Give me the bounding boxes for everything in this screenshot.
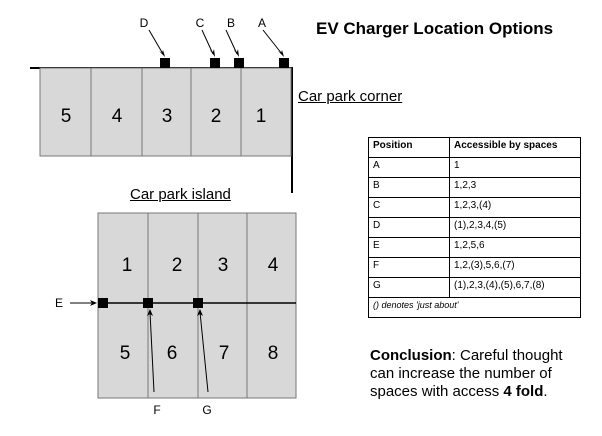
charger-e-marker [98, 298, 108, 308]
corner-space-3 [141, 67, 192, 157]
cell-position: G [368, 277, 450, 298]
conclusion-body: : Careful thought can increase the numbe… [370, 347, 563, 400]
island-space-label: 7 [219, 343, 230, 364]
charger-b-marker [234, 58, 244, 68]
column-header-spaces: Accessible by spaces [449, 137, 581, 158]
table-header-row: Position Accessible by spaces [368, 137, 581, 158]
charger-e-label: E [55, 296, 63, 310]
charger-a-pointer [262, 29, 283, 55]
charger-d-arrowhead [159, 50, 165, 57]
conclusion-text: Conclusion: Careful thought can increase… [370, 347, 590, 401]
island-space-8 [246, 302, 297, 399]
charger-f-marker [143, 298, 153, 308]
charger-a-label: A [258, 16, 266, 30]
corner-label: Car park corner [298, 88, 403, 105]
island-space-6 [147, 302, 199, 399]
column-header-position: Position [368, 137, 450, 158]
charger-c-pointer [201, 29, 214, 55]
island-space-label: 1 [122, 255, 133, 276]
cell-position: B [368, 177, 450, 198]
island-label: Car park island [130, 186, 231, 203]
charger-d-marker [160, 58, 170, 68]
cell-spaces: 1 [449, 157, 581, 178]
conclusion-emphasis: 4 fold [503, 383, 544, 400]
charger-g-marker [193, 298, 203, 308]
car-park-island: 1 2 3 4 5 6 7 8 E F G [55, 212, 297, 417]
corner-space-2 [190, 67, 242, 157]
cell-spaces: (1),2,3,(4),(5),6,7,(8) [449, 277, 581, 298]
charger-b-label: B [227, 16, 235, 30]
charger-f-pointer [149, 311, 155, 393]
cell-spaces: 1,2,3,(4) [449, 197, 581, 218]
car-park-corner: 5 4 3 2 1 D C B A [30, 16, 293, 193]
cell-position: D [368, 217, 450, 238]
charger-a-marker [279, 58, 289, 68]
charger-f-label: F [153, 403, 160, 417]
cell-spaces: 1,2,5,6 [449, 237, 581, 258]
corner-spaces: 5 4 3 2 1 [39, 67, 292, 157]
charger-d-pointer [148, 29, 164, 55]
charger-e-arrowhead [90, 300, 97, 306]
charger-g-pointer [199, 311, 209, 393]
island-space-label: 4 [268, 255, 279, 276]
island-space-label: 3 [218, 255, 229, 276]
charger-f-arrowhead [147, 309, 153, 316]
corner-space-label: 4 [112, 106, 123, 127]
corner-space-label: 1 [256, 106, 267, 127]
corner-space-label: 2 [211, 106, 222, 127]
island-space-7 [197, 302, 248, 399]
island-space-label: 2 [172, 255, 183, 276]
corner-chargers: D C B A [140, 16, 289, 68]
table-note-row: () denotes 'just about' [368, 297, 581, 318]
charger-c-arrowhead [210, 49, 215, 57]
charger-g-arrowhead [197, 309, 203, 316]
conclusion-lead: Conclusion [370, 347, 452, 364]
charger-c-marker [210, 58, 220, 68]
cell-spaces: 1,2,(3),5,6,(7) [449, 257, 581, 278]
cell-position: C [368, 197, 450, 218]
corner-space-label: 3 [162, 106, 173, 127]
conclusion-end: . [543, 383, 548, 400]
island-space-5 [97, 302, 149, 399]
charger-c-label: C [196, 16, 205, 30]
cell-spaces: 1,2,3 [449, 177, 581, 198]
island-space-label: 6 [167, 343, 178, 364]
cell-spaces: (1),2,3,4,(5) [449, 217, 581, 238]
corner-space-1 [240, 67, 292, 157]
charger-b-pointer [225, 29, 238, 55]
corner-space-5 [39, 67, 92, 157]
table-row: D(1),2,3,4,(5) [368, 217, 581, 238]
island-space-2 [147, 212, 199, 304]
island-space-label: 8 [268, 343, 279, 364]
cell-position: E [368, 237, 450, 258]
table-note: () denotes 'just about' [368, 297, 581, 318]
island-space-3 [197, 212, 248, 304]
corner-space-label: 5 [61, 106, 72, 127]
island-space-label: 5 [120, 343, 131, 364]
table-row: G(1),2,3,(4),(5),6,7,(8) [368, 277, 581, 298]
charger-a-arrowhead [278, 50, 284, 57]
island-space-4 [246, 212, 297, 304]
corner-space-4 [90, 67, 143, 157]
charger-g-label: G [202, 403, 211, 417]
diagram-title: EV Charger Location Options [316, 19, 554, 38]
cell-position: A [368, 157, 450, 178]
charger-b-arrowhead [234, 49, 239, 57]
cell-position: F [368, 257, 450, 278]
charger-d-label: D [140, 16, 149, 30]
